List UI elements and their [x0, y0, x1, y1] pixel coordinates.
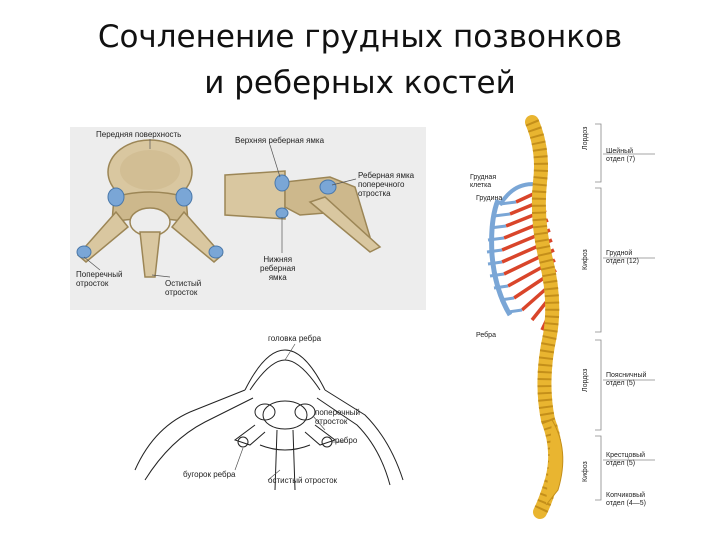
vertebra-leader-lines: [83, 139, 357, 278]
label-thoracic: Грудной отдел (12): [606, 250, 639, 265]
label-kyphosis-low: Кифоз: [582, 461, 589, 482]
label-lower-costal-fovea: Нижняя реберная ямка: [260, 255, 296, 282]
label-chest: Грудная клетка: [470, 174, 497, 189]
label-kyphosis-mid: Кифоз: [582, 249, 589, 270]
label-spinous-process: Остистый отросток: [165, 279, 202, 297]
line-drawing-illustration: [134, 343, 404, 491]
label-rib-tubercle: бугорок ребра: [183, 470, 236, 479]
spine-figure: Грудная клетка Грудина Ребра Шейный отде…: [470, 115, 660, 519]
label-transverse-fovea: Реберная ямка поперечного отростка: [358, 171, 415, 198]
label-lordosis-top: Лордоз: [582, 126, 589, 150]
label-lordosis-low: Лордоз: [582, 368, 589, 392]
line-drawing-leaders: [234, 343, 345, 481]
label-anterior-surface: Передняя поверхность: [96, 130, 182, 139]
label-transverse-process: Поперечный отросток: [76, 270, 123, 288]
label-rib: ребро: [335, 436, 358, 445]
vertebra-superior-view: [76, 139, 224, 278]
label-cervical: Шейный отдел (7): [606, 148, 636, 163]
title-line-2: и реберных костей: [204, 65, 516, 101]
title-line-1: Сочленение грудных позвонков: [97, 19, 623, 55]
label-coccygeal: Копчиковый отдел (4—5): [606, 492, 646, 507]
spine-brackets: [595, 123, 655, 501]
rib-joint-line-drawing: головка ребра поперечный отросток ребро …: [134, 330, 435, 495]
vertebra-illustration: [76, 139, 382, 278]
label-sacral: Крестцовый отдел (5): [606, 452, 646, 467]
spinal-column: [525, 115, 564, 519]
slide-title: Сочленение грудных позвонков и реберных …: [0, 14, 720, 106]
label-line-spinous-process: остистый отросток: [268, 476, 338, 485]
label-rib-head: головка ребра: [268, 334, 322, 343]
line-drawing-strokes: [134, 349, 404, 491]
label-upper-costal-fovea: Верхняя реберная ямка: [235, 136, 325, 145]
spine-illustration: [486, 115, 655, 519]
label-sternum: Грудина: [476, 195, 503, 202]
label-ribs: Ребра: [476, 332, 496, 339]
vertebra-figure: Передняя поверхность Верхняя реберная ям…: [70, 127, 426, 310]
label-lumbar: Поясничный отдел (5): [606, 372, 647, 387]
vertebra-lateral-view: [224, 170, 382, 253]
label-line-transverse-process: поперечный отросток: [315, 408, 360, 426]
